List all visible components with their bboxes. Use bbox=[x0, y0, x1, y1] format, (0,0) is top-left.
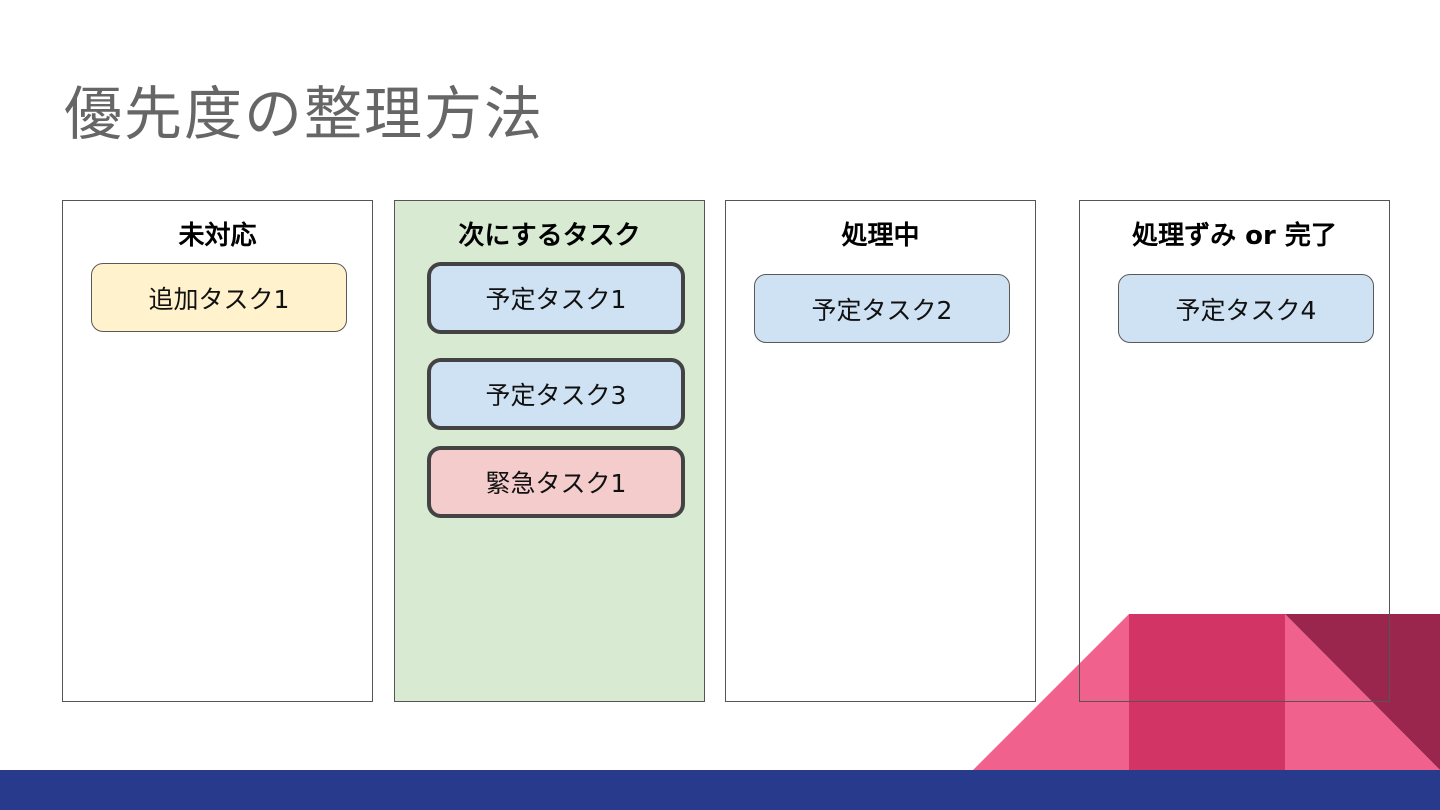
task-card[interactable]: 予定タスク1 bbox=[427, 262, 685, 334]
column-next-tasks: 次にするタスク 予定タスク1 予定タスク3 緊急タスク1 bbox=[394, 200, 705, 702]
task-card[interactable]: 予定タスク3 bbox=[427, 358, 685, 430]
task-card[interactable]: 追加タスク1 bbox=[91, 263, 347, 332]
task-card[interactable]: 予定タスク2 bbox=[754, 274, 1010, 343]
column-done: 処理ずみ or 完了 予定タスク4 bbox=[1079, 200, 1390, 702]
task-card[interactable]: 予定タスク4 bbox=[1118, 274, 1374, 343]
bottom-bar bbox=[0, 770, 1440, 810]
slide-title: 優先度の整理方法 bbox=[64, 80, 545, 148]
column-header: 未対応 bbox=[178, 221, 257, 251]
column-header: 次にするタスク bbox=[458, 221, 641, 251]
column-unhandled: 未対応 追加タスク1 bbox=[62, 200, 373, 702]
task-card-urgent[interactable]: 緊急タスク1 bbox=[427, 446, 685, 518]
column-header: 処理ずみ or 完了 bbox=[1132, 221, 1337, 251]
column-in-progress: 処理中 予定タスク2 bbox=[725, 200, 1036, 702]
column-header: 処理中 bbox=[841, 221, 920, 251]
